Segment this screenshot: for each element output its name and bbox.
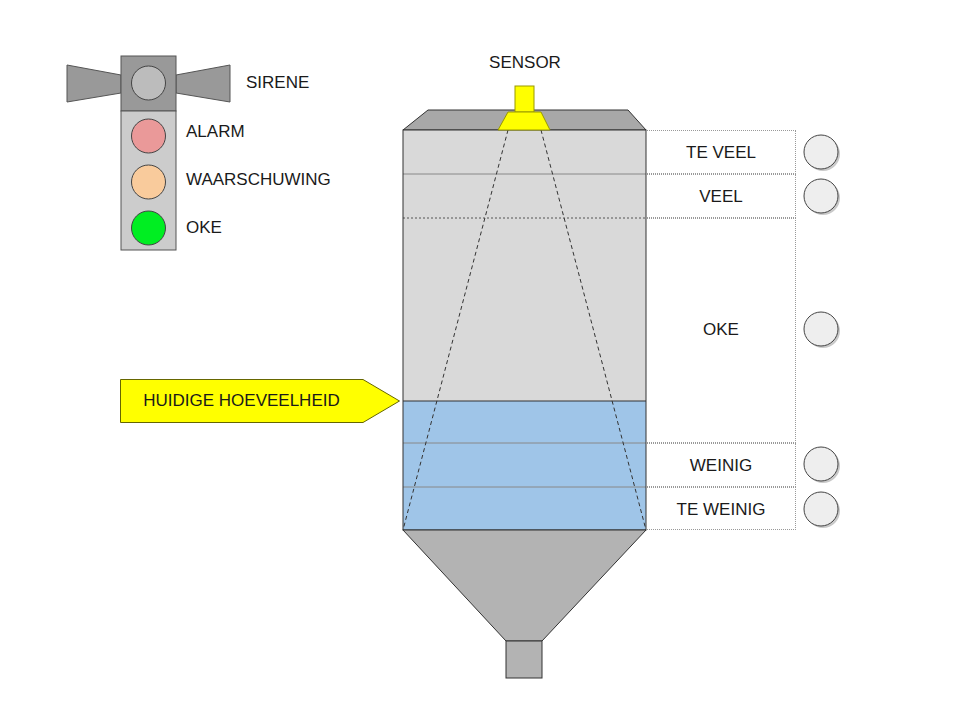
alarm-lamp	[132, 119, 166, 153]
level-text: TE VEEL	[686, 143, 756, 163]
level-band: TE VEEL	[646, 130, 796, 174]
sensor-beam	[541, 130, 646, 530]
siren-lamp	[132, 66, 166, 100]
level-lamp	[804, 179, 838, 213]
signal-housing	[121, 111, 176, 250]
level-lamp	[804, 492, 838, 526]
level-line	[403, 487, 646, 488]
level-text: VEEL	[699, 187, 742, 207]
level-text: TE WEINIG	[677, 500, 766, 520]
siren-horn	[67, 65, 121, 102]
silo-content	[403, 401, 646, 530]
level-text: WEINIG	[690, 456, 752, 476]
silo-cone	[403, 530, 646, 641]
current-level-arrow: HUIDIGE HOEVEELHEID	[120, 379, 400, 423]
level-band: VEEL	[646, 174, 796, 218]
content-level	[403, 401, 646, 402]
level-text: HUIDIGE HOEVEELHEID	[143, 391, 340, 411]
ok-label: OKE	[186, 218, 222, 238]
level-lamp	[804, 135, 838, 169]
level-text: OKE	[703, 320, 739, 340]
warning-label: WAARSCHUWING	[186, 170, 331, 190]
warning-lamp	[132, 165, 166, 199]
siren-horn	[176, 65, 230, 102]
level-line	[403, 174, 646, 175]
level-lamp	[804, 447, 838, 481]
level-line	[403, 443, 646, 444]
sensor-body	[515, 86, 534, 112]
level-lamp	[804, 312, 838, 346]
siren-label: SIRENE	[246, 73, 309, 93]
level-band: WEINIG	[646, 443, 796, 487]
level-band: OKE	[646, 218, 796, 443]
ok-lamp	[132, 211, 166, 245]
silo-body	[403, 130, 646, 530]
level-band: TE WEINIG	[646, 487, 796, 530]
arrow-outline	[121, 380, 400, 423]
siren-box	[121, 56, 176, 111]
indicator-lamps	[804, 135, 840, 528]
sensor-label: SENSOR	[489, 53, 561, 73]
silo-outlet	[506, 641, 542, 678]
alarm-label: ALARM	[186, 122, 245, 142]
silo-outline	[403, 130, 646, 530]
sensor-head	[498, 112, 550, 130]
level-line	[403, 218, 646, 219]
silo-cap	[403, 110, 646, 130]
sensor-beam	[403, 130, 508, 530]
